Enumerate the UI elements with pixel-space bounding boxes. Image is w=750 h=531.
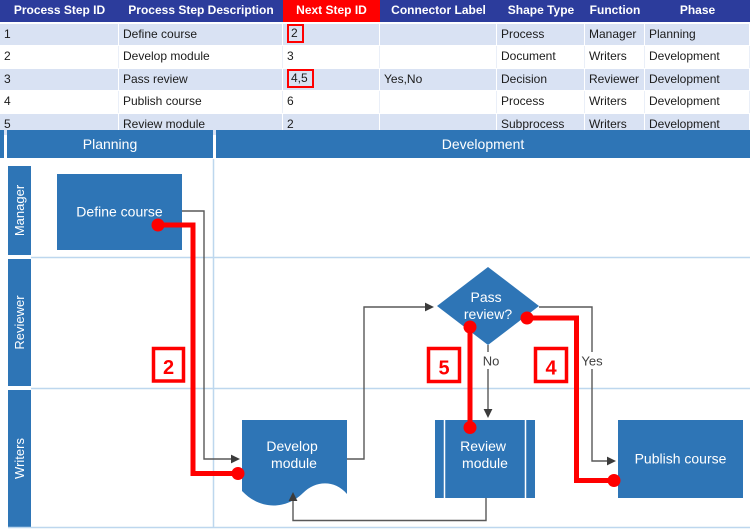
phase-header-planning[interactable]	[7, 130, 213, 158]
connector-decision-yes	[539, 306, 607, 462]
table-cell[interactable]: Writers	[585, 46, 645, 68]
connector-review-to-develop	[292, 498, 487, 522]
highlighted-cell-outline: 4,5	[287, 69, 314, 89]
column-header[interactable]: Process Step ID	[13, 3, 106, 17]
shape-label-review-module: Review module	[460, 438, 510, 471]
table-cell[interactable]: 3	[283, 46, 380, 68]
svg-text:Yes: Yes	[581, 354, 603, 369]
annotation-badge-2: 2	[151, 346, 186, 383]
table-cell[interactable]: 4,5	[283, 68, 380, 91]
shape-label-pass-review: Pass review?	[464, 289, 512, 322]
table-cell[interactable]: Development	[645, 46, 750, 68]
table-cell[interactable]	[380, 24, 497, 46]
table-cell[interactable]: Define course	[119, 24, 283, 46]
shape-publish-course[interactable]: Publish course	[618, 420, 743, 498]
shape-pass-review[interactable]: Pass review?	[437, 267, 539, 345]
connector-arrowheads	[231, 302, 616, 501]
table-cell[interactable]	[380, 46, 497, 68]
table-cell[interactable]: Writers	[585, 91, 645, 113]
table-cell[interactable]: Process	[497, 24, 585, 46]
annotation-line-5	[463, 320, 477, 434]
svg-text:No: No	[483, 354, 500, 369]
lane-bar-manager[interactable]	[8, 166, 31, 255]
process-table: Process Step ID Process Step Description N…	[0, 0, 750, 136]
table-cell[interactable]: 1	[0, 24, 119, 46]
table-cell[interactable]: Review module	[119, 113, 283, 135]
shape-review-module[interactable]: Review module	[435, 420, 535, 498]
svg-text:4: 4	[545, 358, 557, 380]
annotation-line-4	[520, 311, 621, 487]
swimlane-diagram: Planning Development Manager Reviewer Wr…	[0, 130, 750, 529]
svg-text:2: 2	[163, 357, 174, 379]
phase-header-development[interactable]	[216, 130, 750, 158]
table-cell[interactable]: Manager	[585, 24, 645, 46]
lane-bar-writers[interactable]	[8, 390, 31, 527]
column-header[interactable]: Phase	[679, 3, 716, 17]
connector-label-yes: Yes	[577, 352, 608, 369]
table-cell[interactable]: Yes,No	[380, 68, 497, 91]
lane-label-writers: Writers	[12, 438, 27, 479]
table-cell[interactable]: Planning	[645, 24, 750, 46]
lane-gridlines	[8, 159, 750, 529]
column-header[interactable]: Function	[589, 3, 641, 17]
shape-label-develop-module: Develop module	[266, 438, 321, 471]
table-cell[interactable]	[380, 91, 497, 113]
table-cell[interactable]: 2	[0, 46, 119, 68]
table-cell[interactable]: Subprocess	[497, 113, 585, 135]
column-header[interactable]: Shape Type	[507, 3, 575, 17]
shape-define-course[interactable]: Define course	[57, 174, 182, 250]
phase-label-development: Development	[442, 136, 525, 152]
annotation-badge-5: 5	[426, 346, 462, 384]
shape-label-define-course: Define course	[76, 204, 163, 220]
column-header[interactable]: Process Step Description	[128, 3, 274, 17]
lane-label-manager: Manager	[12, 184, 27, 236]
connector-define-to-develop	[182, 210, 231, 460]
table-cell[interactable]: Development	[645, 91, 750, 113]
table-cell[interactable]: 2	[283, 24, 380, 46]
table-cell[interactable]: 3	[0, 68, 119, 91]
table-cell[interactable]: 6	[283, 91, 380, 113]
table-cell[interactable]: Develop module	[119, 46, 283, 68]
phase-header-corner	[0, 130, 4, 158]
table-cell[interactable]: Reviewer	[585, 68, 645, 91]
column-header[interactable]: Connector Label	[391, 3, 486, 17]
table-cell[interactable]: Writers	[585, 113, 645, 135]
lane-bar-reviewer[interactable]	[8, 259, 31, 386]
svg-text:5: 5	[438, 358, 449, 380]
shape-label-publish-course: Publish course	[635, 451, 727, 467]
connector-develop-to-decision	[347, 306, 425, 460]
table-cell[interactable]	[380, 113, 497, 135]
shape-develop-module[interactable]: Develop module	[242, 420, 347, 506]
table-cell[interactable]: Development	[645, 68, 750, 91]
annotation-badge-4: 4	[533, 346, 569, 384]
lane-label-reviewer: Reviewer	[12, 295, 27, 350]
table-cell[interactable]: Process	[497, 91, 585, 113]
phase-label-planning: Planning	[83, 136, 138, 152]
table-header-row: Process Step ID Process Step Description N…	[0, 0, 750, 23]
table-cell[interactable]: 5	[0, 113, 119, 135]
highlighted-cell-outline: 2	[287, 24, 304, 44]
annotation-line-2	[151, 218, 245, 480]
column-header[interactable]: Next Step ID	[283, 0, 380, 22]
table-cell[interactable]: Pass review	[119, 68, 283, 91]
table-cell[interactable]: Document	[497, 46, 585, 68]
table-cell[interactable]: Publish course	[119, 91, 283, 113]
connector-label-no: No	[478, 352, 505, 369]
table-cell[interactable]: 2	[283, 113, 380, 135]
table-cell[interactable]: Decision	[497, 68, 585, 91]
table-cell[interactable]: 4	[0, 91, 119, 113]
